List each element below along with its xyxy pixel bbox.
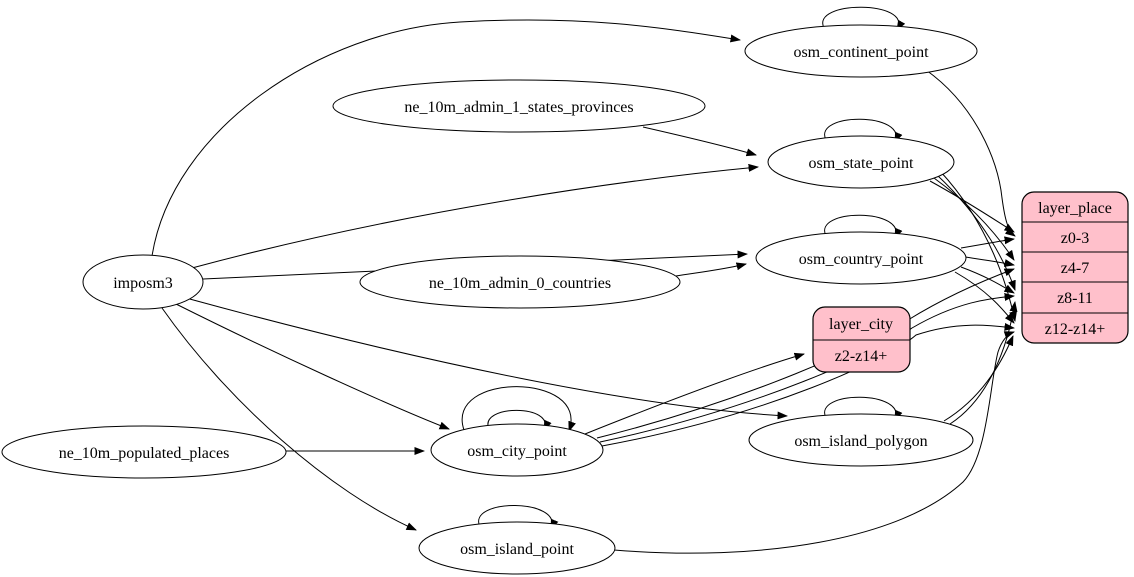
node-osm_continent_point: osm_continent_point	[744, 24, 978, 78]
edge-osm_country_point-layer_place-z4-7	[964, 256, 1015, 267]
edge-osm_city_point-layer_city-z2-z14	[584, 352, 805, 435]
edges	[151, 6, 1018, 554]
osm_island_polygon-label: osm_island_polygon	[794, 433, 927, 450]
ne_10m_admin_0_countries-ellipse	[359, 255, 681, 309]
layer_city-title: layer_city	[829, 316, 893, 333]
self-loop-osm_island_point	[478, 505, 559, 530]
self-loop-inner-osm_city_point	[487, 409, 552, 431]
self-loop-osm_state_point	[824, 118, 903, 143]
layer_place-box	[1021, 191, 1129, 344]
node-osm_island_point: osm_island_point	[418, 521, 616, 575]
osm_state_point-ellipse	[767, 135, 955, 189]
ne_10m_admin_0_countries-label: ne_10m_admin_0_countries	[429, 275, 611, 292]
node-layer_city: layer_city z2-z14+	[812, 306, 911, 373]
self-loop-osm_country_point	[824, 214, 903, 239]
node-ne_10m_admin_1_states_provinces: ne_10m_admin_1_states_provinces	[332, 79, 706, 133]
osm_island_polygon-ellipse	[748, 413, 974, 467]
edge-osm_state_point-layer_place-z4-7	[933, 177, 1015, 261]
edge-imposm3-osm_island_point	[161, 307, 417, 531]
edge-osm_country_point-layer_place-z8-11	[960, 266, 1015, 294]
self-loop-outer-osm_city_point	[461, 386, 576, 432]
ne_10m_populated_places-label: ne_10m_populated_places	[59, 445, 230, 462]
osm_continent_point-label: osm_continent_point	[793, 44, 929, 61]
node-ne_10m_populated_places: ne_10m_populated_places	[1, 425, 287, 479]
node-imposm3: imposm3	[82, 254, 204, 310]
layer_place-title: layer_place	[1038, 200, 1112, 217]
edge-osm_country_point-layer_place-z0-3	[960, 236, 1015, 249]
self-loop-osm_continent_point	[822, 6, 906, 31]
edge-imposm3-osm_state_point	[191, 163, 759, 269]
node-osm_city_point: osm_city_point	[430, 423, 604, 477]
edge-osm_state_point-layer_place-z0-3	[929, 180, 1015, 233]
node-osm_country_point: osm_country_point	[755, 231, 967, 285]
osm_city_point-label: osm_city_point	[467, 443, 567, 460]
node-osm_island_polygon: osm_island_polygon	[748, 413, 974, 467]
edge-osm_country_point-layer_place-z12-z14	[954, 271, 1015, 324]
osm_continent_point-ellipse	[744, 24, 978, 78]
node-layer_place: layer_place z0-3 z4-7 z8-11 z12-z14+	[1021, 191, 1129, 344]
osm_island_point-label: osm_island_point	[460, 541, 574, 558]
self-loop-osm_island_polygon	[824, 396, 903, 421]
edge-imposm3-osm_island_polygon	[185, 297, 788, 420]
layer_place-row-z12-z14: z12-z14+	[1045, 321, 1106, 338]
layer_place-row-z4-7: z4-7	[1061, 260, 1089, 277]
layer_place-row-z0-3: z0-3	[1061, 230, 1089, 247]
osm_country_point-label: osm_country_point	[799, 251, 924, 268]
osm_island_point-ellipse	[418, 521, 616, 575]
edge-ne_10m_admin_0_countries-osm_country_point	[675, 262, 747, 277]
imposm3-label: imposm3	[113, 275, 173, 292]
ne_10m_admin_1_states_provinces-label: ne_10m_admin_1_states_provinces	[404, 99, 633, 116]
osm_city_point-ellipse	[430, 423, 604, 477]
edge-imposm3-osm_continent_point	[151, 19, 741, 257]
edge-osm_island_point-layer_place-z12-z14	[613, 331, 1015, 554]
edge-osm_island_polygon-layer_place-z8-11	[949, 301, 1018, 425]
node-ne_10m_admin_0_countries: ne_10m_admin_0_countries	[359, 255, 681, 309]
edge-osm_island_polygon-layer_place-z12-z14	[943, 335, 1014, 422]
imposm3-ellipse	[82, 254, 204, 310]
edge-imposm3-osm_city_point	[175, 303, 450, 430]
ne_10m_populated_places-ellipse	[1, 425, 287, 479]
layer_place-row-z8-11: z8-11	[1057, 290, 1093, 307]
layer_city-row-z2-z14: z2-z14+	[835, 348, 888, 365]
edge-osm_state_point-layer_place-z8-11	[936, 174, 1016, 291]
osm_country_point-ellipse	[755, 231, 967, 285]
ne_10m_admin_1_states_provinces-ellipse	[332, 79, 706, 133]
node-osm_state_point: osm_state_point	[767, 135, 955, 189]
edge-ne_10m_admin_1_states_provinces-osm_state_point	[642, 126, 757, 157]
osm_state_point-label: osm_state_point	[809, 155, 914, 172]
